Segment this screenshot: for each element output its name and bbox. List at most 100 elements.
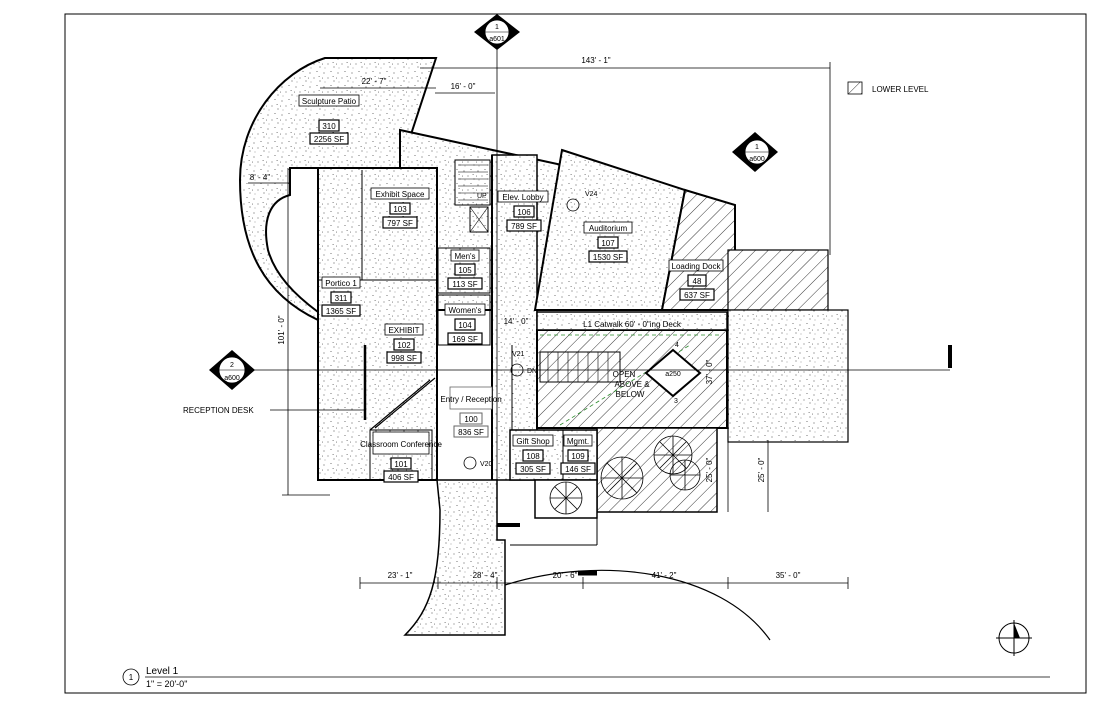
dimension-lines: [230, 40, 950, 589]
view-scale: 1" = 20'-0": [146, 679, 187, 689]
svg-text:Loading Dock: Loading Dock: [672, 262, 722, 271]
v24-label: V24: [585, 191, 598, 198]
tree-2: [653, 435, 693, 475]
dim-bottom-3: 20' - 6": [553, 571, 578, 580]
valve-symbol-v20: [463, 456, 477, 470]
svg-text:103: 103: [393, 205, 407, 214]
dim-left-8: 8' - 4": [250, 173, 271, 182]
svg-text:Exhibit Space: Exhibit Space: [376, 190, 425, 199]
site-arc: [504, 569, 771, 641]
room-loading-dock: Loading Dock 48 637 SF: [668, 259, 724, 301]
room-exhibit: EXHIBIT 102 998 SF: [384, 323, 424, 364]
room-entry-reception: Entry / Reception 100 836 SF: [440, 386, 502, 438]
catwalk-strip: [536, 311, 728, 331]
dim-right-37: 37' - 0": [705, 359, 714, 384]
dim-overall-width: 143' - 1": [581, 56, 610, 65]
view-title: 1 Level 1 1" = 20'-0": [122, 666, 1050, 689]
dim-catwalk-14: 14' - 0": [504, 317, 529, 326]
room-sculpture-patio: Sculpture Patio 310 2256 SF: [298, 94, 360, 145]
room-mens: Men's 105 113 SF: [447, 249, 483, 290]
svg-text:1: 1: [495, 24, 499, 31]
dim-right-25b: 25' - 0": [757, 457, 766, 482]
dim-top-16: 16' - 0": [451, 82, 476, 91]
room-gift-shop: Gift Shop 108 305 SF: [512, 434, 554, 475]
annotations: L1 Catwalk 60' - 0"ing Deck OPEN ABOVE &…: [183, 191, 682, 470]
svg-text:1530 SF: 1530 SF: [593, 253, 623, 262]
sculpture-patio-area: [238, 57, 438, 322]
svg-text:1: 1: [755, 144, 759, 151]
mark-4-label: 4: [675, 342, 679, 349]
up-label: UP: [477, 193, 487, 200]
svg-text:Mgmt.: Mgmt.: [567, 437, 589, 446]
svg-text:2: 2: [230, 362, 234, 369]
svg-text:637 SF: 637 SF: [684, 291, 710, 300]
svg-text:Classroom Conference: Classroom Conference: [360, 440, 442, 449]
svg-text:107: 107: [601, 239, 615, 248]
svg-text:101: 101: [394, 460, 408, 469]
room-labels: Sculpture Patio 310 2256 SF Exhibit Spac…: [298, 94, 724, 483]
svg-text:Entry / Reception: Entry / Reception: [440, 395, 501, 404]
svg-text:Women's: Women's: [449, 306, 482, 315]
svg-text:311: 311: [335, 294, 348, 303]
svg-text:100: 100: [464, 415, 478, 424]
room-exhibit-space: Exhibit Space 103 797 SF: [370, 187, 430, 229]
a250-label: a250: [665, 371, 681, 378]
open-label-1: OPEN: [613, 370, 636, 379]
section-mark-a600-top: 1 a600: [732, 132, 778, 172]
svg-text:146 SF: 146 SF: [565, 465, 591, 474]
svg-text:a600: a600: [749, 156, 765, 163]
dim-bottom-2: 28' - 4": [473, 571, 498, 580]
svg-text:109: 109: [571, 452, 585, 461]
south-entry-walk: [403, 479, 506, 636]
svg-text:106: 106: [517, 208, 531, 217]
svg-text:48: 48: [693, 277, 702, 286]
svg-text:a600: a600: [224, 375, 240, 382]
svg-text:406 SF: 406 SF: [388, 473, 414, 482]
detail-diamond: a250: [644, 348, 702, 398]
tree-3: [669, 459, 701, 491]
open-above-below-area: [536, 329, 728, 429]
svg-text:998 SF: 998 SF: [391, 354, 417, 363]
dim-right-25a: 25' - 0": [705, 457, 714, 482]
room-womens: Women's 104 169 SF: [444, 303, 486, 345]
svg-text:108: 108: [526, 452, 540, 461]
east-deck-area: [727, 309, 849, 443]
svg-text:a601: a601: [489, 36, 505, 43]
dim-bottom-1: 23' - 1": [388, 571, 413, 580]
svg-text:305 SF: 305 SF: [520, 465, 546, 474]
svg-text:Auditorium: Auditorium: [589, 224, 628, 233]
room-classroom-conference: Classroom Conference 101 406 SF: [360, 431, 442, 483]
view-name: Level 1: [146, 666, 179, 677]
dn-label: DN: [527, 368, 537, 375]
svg-text:789 SF: 789 SF: [511, 222, 537, 231]
svg-text:836 SF: 836 SF: [458, 428, 484, 437]
dim-bottom-5: 35' - 0": [776, 571, 801, 580]
legend-hatch-swatch: [847, 81, 863, 95]
north-arrow-icon: [996, 620, 1032, 656]
svg-text:Portico 1: Portico 1: [325, 279, 357, 288]
catwalk-label: L1 Catwalk 60' - 0"ing Deck: [583, 320, 682, 329]
svg-text:1365 SF: 1365 SF: [326, 307, 356, 316]
svg-text:Men's: Men's: [454, 252, 475, 261]
room-mgmt: Mgmt. 109 146 SF: [560, 434, 596, 475]
lower-level-east: [727, 249, 829, 311]
dimension-texts: 143' - 1" 22' - 7" 16' - 0" 8' - 4" 101'…: [250, 56, 801, 580]
tree-symbols: [549, 435, 701, 515]
legend-lower-level: LOWER LEVEL: [847, 81, 929, 95]
v21-label: V21: [512, 351, 525, 358]
open-label-3: BELOW: [616, 390, 645, 399]
svg-text:102: 102: [397, 341, 411, 350]
svg-text:310: 310: [322, 122, 336, 131]
tree-1: [600, 456, 644, 500]
reception-desk-label: RECEPTION DESK: [183, 406, 254, 415]
valve-symbol-v21: [510, 363, 524, 377]
valve-symbol-v24: [566, 198, 580, 212]
open-label-2: ABOVE &: [614, 380, 650, 389]
mark-3-label: 3: [674, 398, 678, 405]
stair-radial: [549, 481, 583, 515]
room-elev-lobby: Elev. Lobby 106 789 SF: [497, 190, 549, 232]
courtyard-trees-area: [596, 427, 718, 513]
legend-lower-level-label: LOWER LEVEL: [872, 85, 929, 94]
svg-text:2256 SF: 2256 SF: [314, 135, 344, 144]
section-mark-a600-left: 2 a600: [209, 350, 255, 390]
